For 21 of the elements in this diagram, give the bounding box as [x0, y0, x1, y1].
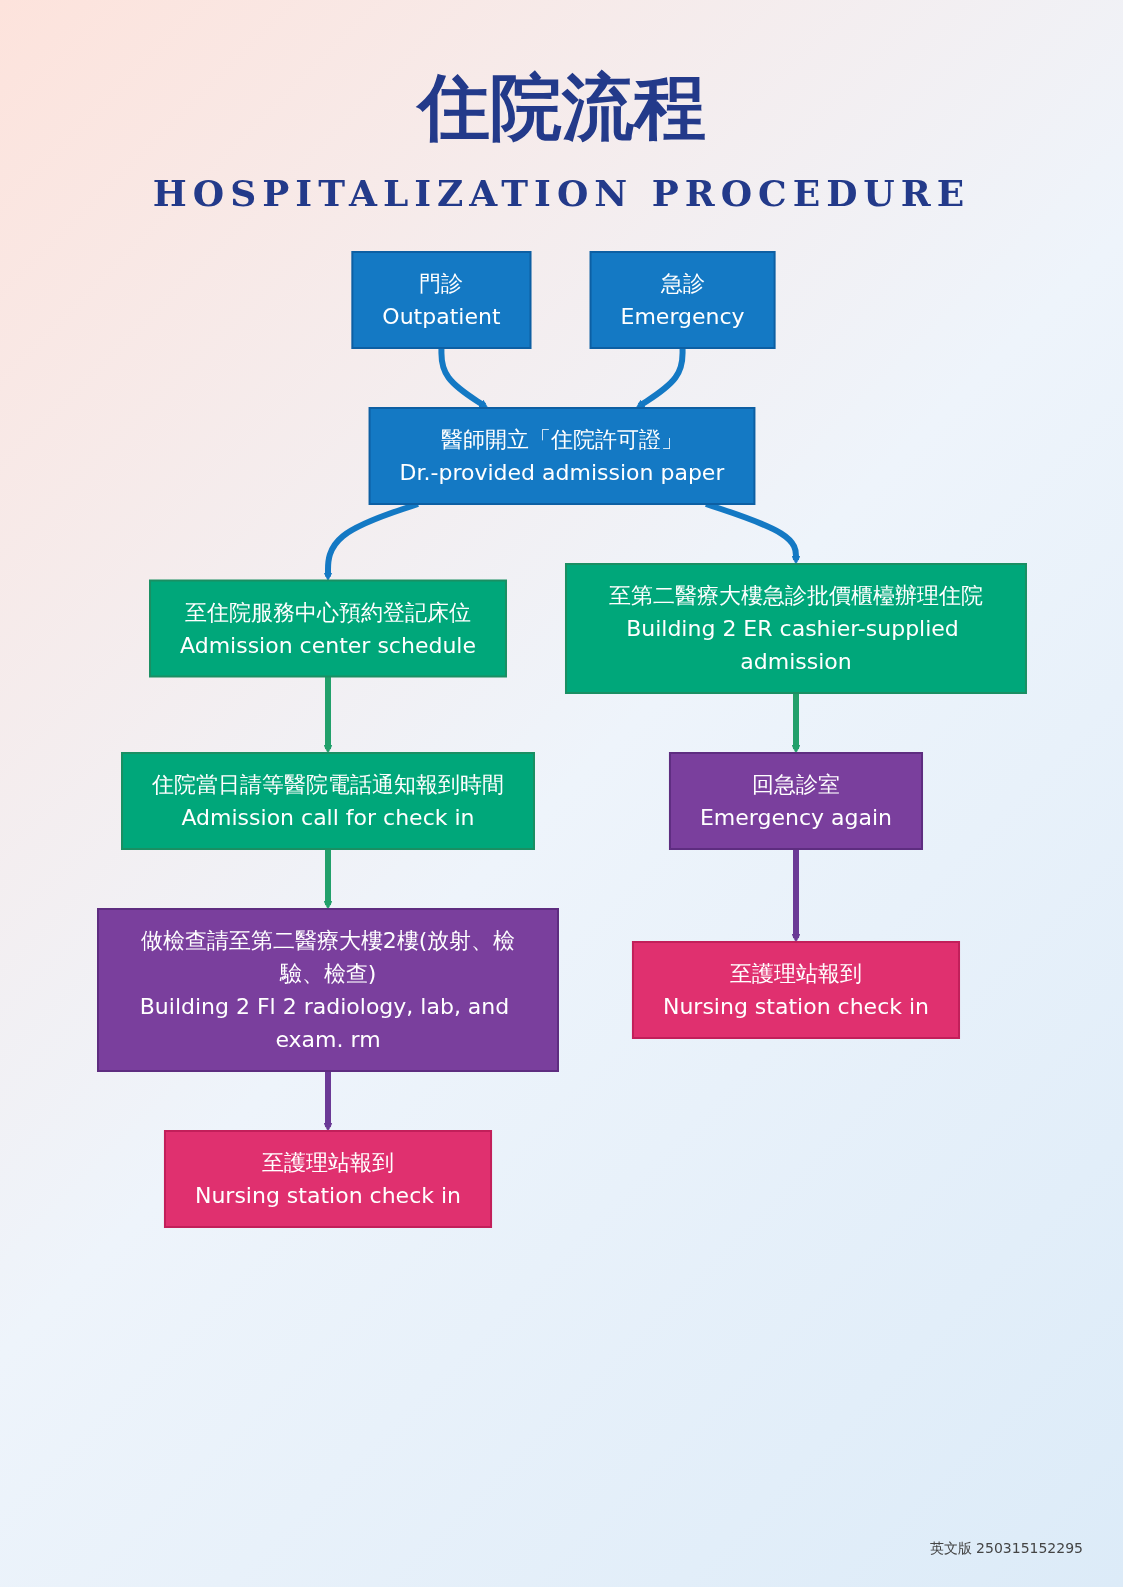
subtitle: HOSPITALIZATION PROCEDURE — [151, 172, 972, 214]
arrow — [323, 849, 332, 910]
node-box: 至護理站報到 Nursing station check in — [163, 1130, 492, 1228]
document-code: 250315152295 — [976, 1540, 1083, 1556]
title: 住院流程 — [415, 63, 707, 151]
node-box: 急診 Emergency — [589, 251, 776, 349]
arrow — [791, 693, 800, 754]
version-note: 英文版 — [929, 1540, 972, 1556]
node-box: 做檢查請至第二醫療大樓2樓(放射、檢驗、檢查) Building 2 Fl 2 radiology, lab, and exam. rm — [96, 908, 559, 1072]
node-box: 至住院服務中心預約登記床位 Admission center schedule — [148, 579, 507, 678]
arrow — [323, 1071, 332, 1132]
node-box: 至第二醫療大樓急診批價櫃檯辦理住院 Building 2 ER cashier-supplied admission — [564, 563, 1027, 694]
node-box: 回急診室 Emergency again — [668, 752, 923, 850]
node-box: 門診 Outpatient — [350, 251, 531, 349]
node-box: 至護理站報到 Nursing station check in — [631, 941, 960, 1039]
node-box: 醫師開立「住院許可證」 Dr.-provided admission paper — [368, 407, 755, 505]
node-box: 住院當日請等醫院電話通知報到時間 Admission call for check in — [120, 752, 535, 850]
arrow — [323, 676, 332, 754]
arrow — [437, 348, 488, 409]
arrow — [791, 849, 800, 943]
arrow — [635, 348, 686, 409]
